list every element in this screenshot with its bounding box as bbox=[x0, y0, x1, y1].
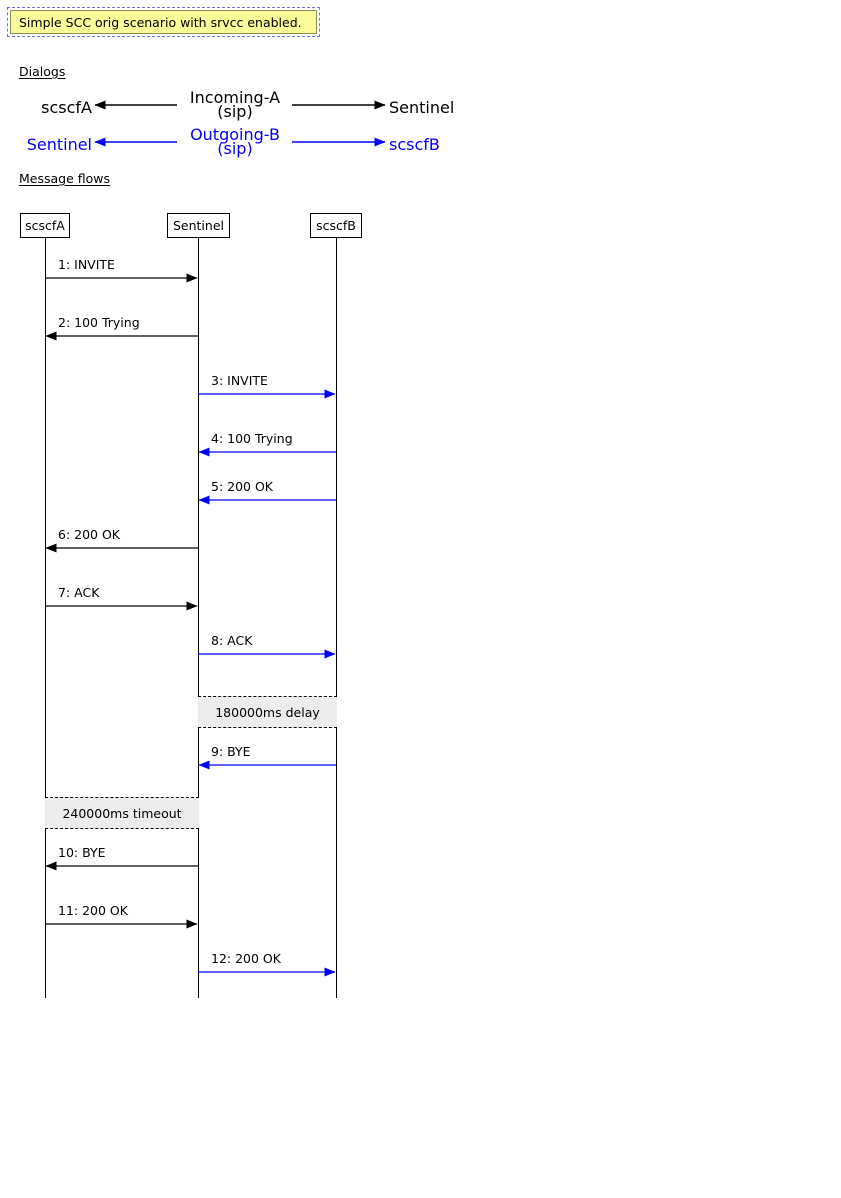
participant-label-scscfa: scscfA bbox=[25, 218, 65, 233]
dialogs-heading: Dialogs bbox=[19, 64, 66, 79]
participant-label-scscfb: scscfB bbox=[316, 218, 356, 233]
delay-box-180000ms: 180000ms delay bbox=[198, 696, 337, 728]
message-label-10: 10: BYE bbox=[58, 845, 106, 860]
dialog-1-right-label: scscfB bbox=[389, 135, 440, 154]
message-label-9: 9: BYE bbox=[211, 744, 251, 759]
dialog-0-center-label: Incoming-A bbox=[189, 88, 281, 107]
message-label-4: 4: 100 Trying bbox=[211, 431, 293, 446]
message-label-1: 1: INVITE bbox=[58, 257, 115, 272]
dialog-0-right-label: Sentinel bbox=[389, 98, 455, 117]
timeout-box-240000ms: 240000ms timeout bbox=[45, 797, 199, 829]
participant-label-sentinel: Sentinel bbox=[172, 218, 224, 233]
delay-box-180000ms-label: 180000ms delay bbox=[215, 704, 320, 720]
title-note: Simple SCC orig scenario with srvcc enab… bbox=[7, 7, 320, 37]
message-label-6: 6: 200 OK bbox=[58, 527, 121, 542]
message-label-8: 8: ACK bbox=[211, 633, 253, 648]
dialog-0-center-sublabel: (sip) bbox=[217, 102, 253, 121]
dialog-1-center-label: Outgoing-B bbox=[190, 125, 280, 144]
dialog-0-left-label: scscfA bbox=[41, 98, 92, 117]
participant-box-scscfb[interactable]: scscfB bbox=[310, 213, 362, 238]
message-flows-heading: Message flows bbox=[19, 171, 111, 186]
dialog-1-left-label: Sentinel bbox=[26, 135, 92, 154]
participant-box-scscfa[interactable]: scscfA bbox=[20, 213, 70, 238]
title-note-text: Simple SCC orig scenario with srvcc enab… bbox=[10, 10, 317, 34]
lifeline-scscfb bbox=[336, 238, 337, 998]
message-label-5: 5: 200 OK bbox=[211, 479, 274, 494]
message-label-12: 12: 200 OK bbox=[211, 951, 281, 966]
participant-box-sentinel[interactable]: Sentinel bbox=[167, 213, 230, 238]
lifeline-sentinel bbox=[198, 238, 199, 998]
message-label-11: 11: 200 OK bbox=[58, 903, 128, 918]
dialog-1-center-sublabel: (sip) bbox=[217, 139, 253, 158]
message-label-2: 2: 100 Trying bbox=[58, 315, 140, 330]
message-label-7: 7: ACK bbox=[58, 585, 100, 600]
message-label-3: 3: INVITE bbox=[211, 373, 268, 388]
timeout-box-240000ms-label: 240000ms timeout bbox=[62, 805, 182, 821]
lifeline-scscfa bbox=[45, 238, 46, 998]
